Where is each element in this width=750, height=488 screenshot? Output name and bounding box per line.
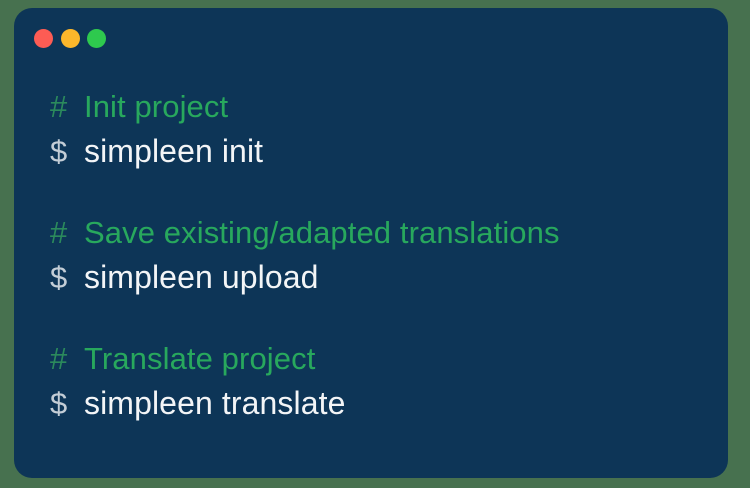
terminal-window: # Init project $ simpleen init # Save ex… — [14, 8, 728, 478]
hash-icon: # — [50, 215, 68, 250]
command-text[interactable]: simpleen init — [84, 133, 264, 169]
hash-icon: # — [50, 341, 68, 376]
command-block: # Init project $ simpleen init — [14, 84, 728, 174]
comment-line: # Save existing/adapted translations — [14, 210, 728, 255]
hash-icon: # — [50, 89, 68, 124]
comment-line: # Translate project — [14, 336, 728, 381]
command-block: # Translate project $ simpleen translate — [14, 336, 728, 426]
comment-text: Translate project — [84, 341, 316, 376]
prompt-dollar-icon: $ — [50, 260, 68, 295]
command-text[interactable]: simpleen upload — [84, 259, 319, 295]
terminal-console-body[interactable]: # Init project $ simpleen init # Save ex… — [14, 68, 728, 478]
command-line[interactable]: $ simpleen translate — [14, 381, 728, 426]
close-window-button[interactable] — [34, 29, 53, 48]
maximize-window-button[interactable] — [87, 29, 106, 48]
comment-line: # Init project — [14, 84, 728, 129]
comment-text: Init project — [84, 89, 229, 124]
command-text[interactable]: simpleen translate — [84, 385, 346, 421]
command-line[interactable]: $ simpleen upload — [14, 255, 728, 300]
prompt-dollar-icon: $ — [50, 134, 68, 169]
comment-text: Save existing/adapted translations — [84, 215, 560, 250]
command-line[interactable]: $ simpleen init — [14, 129, 728, 174]
minimize-window-button[interactable] — [61, 29, 80, 48]
command-block: # Save existing/adapted translations $ s… — [14, 210, 728, 300]
terminal-titlebar — [14, 8, 728, 68]
prompt-dollar-icon: $ — [50, 386, 68, 421]
